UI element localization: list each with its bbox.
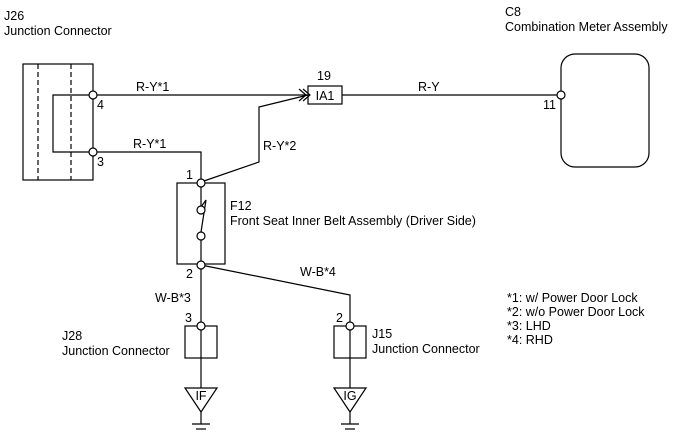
f12-id: F12 [230,199,252,213]
wire-label-f12-j28: W-B*3 [155,291,191,305]
c8-label: C8 Combination Meter Assembly [505,5,668,35]
wire-j26-3-to-f12-1 [93,151,202,182]
j26-name: Junction Connector [4,24,112,38]
f12-pin-1-terminal [196,178,206,188]
f12-switch-contact-top [196,205,206,215]
ia1-pin-19-number: 19 [317,69,331,83]
ia1-label: IA1 [316,89,335,103]
f12-pin-1-number: 1 [186,168,193,182]
wire-label-j26-4: R-Y*1 [136,80,170,94]
ground-if-label: IF [195,389,206,403]
wire-f12-1-to-ia1 [200,94,309,183]
footnotes: *1: w/ Power Door Lock *2: w/o Power Doo… [507,291,645,347]
f12-pin-2-terminal [196,260,206,270]
wire-label-f12-j15: W-B*4 [300,265,336,279]
ground-point-ig-icon [332,387,368,414]
j26-internal-jumper [52,94,93,153]
j26-pin-4-number: 4 [97,98,104,112]
c8-pin-11-number: 11 [543,98,556,112]
footnote-3: *3: LHD [507,319,551,333]
f12-switch-blade-arm [200,199,207,233]
j26-label: J26 Junction Connector [4,9,112,39]
c8-name: Combination Meter Assembly [505,20,668,34]
j15-pin-2-terminal [345,321,355,331]
j28-label: J28 Junction Connector [62,329,170,359]
c8-component-body [560,53,650,168]
f12-label: F12 Front Seat Inner Belt Assembly (Driv… [230,199,476,229]
j26-pin-3-number: 3 [97,155,104,169]
j28-id: J28 [62,329,83,343]
j26-id: J26 [4,9,25,23]
footnote-1: *1: w/ Power Door Lock [507,291,638,305]
wire-label-j26-3: R-Y*1 [133,137,167,151]
j15-id: J15 [372,327,393,341]
ground-ig-label: IG [343,389,356,403]
j26-connector-body [22,63,94,181]
f12-name: Front Seat Inner Belt Assembly (Driver S… [230,214,476,228]
footnote-2: *2: w/o Power Door Lock [507,305,645,319]
j26-pin-3-terminal [88,147,98,157]
wire-label-f12-ia1: R-Y*2 [263,139,297,153]
wire-label-ia1-c8: R-Y [418,80,440,94]
j15-pin-2-number: 2 [336,311,343,325]
j28-name: Junction Connector [62,344,170,358]
wire-f12-2-to-j15 [200,264,351,326]
j28-pin-3-number: 3 [185,311,192,325]
j28-pin-3-terminal [196,321,206,331]
ground-point-if-icon [183,387,219,414]
ia1-arrow-icon-2 [302,88,311,102]
c8-pin-11-terminal [556,90,566,100]
j26-pin-4-terminal [88,90,98,100]
c8-id: C8 [505,5,521,19]
f12-switch-contact-bottom [196,231,206,241]
footnote-4: *4: RHD [507,333,553,347]
j15-name: Junction Connector [372,342,480,356]
j15-label: J15 Junction Connector [372,327,480,357]
f12-pin-2-number: 2 [186,267,193,281]
